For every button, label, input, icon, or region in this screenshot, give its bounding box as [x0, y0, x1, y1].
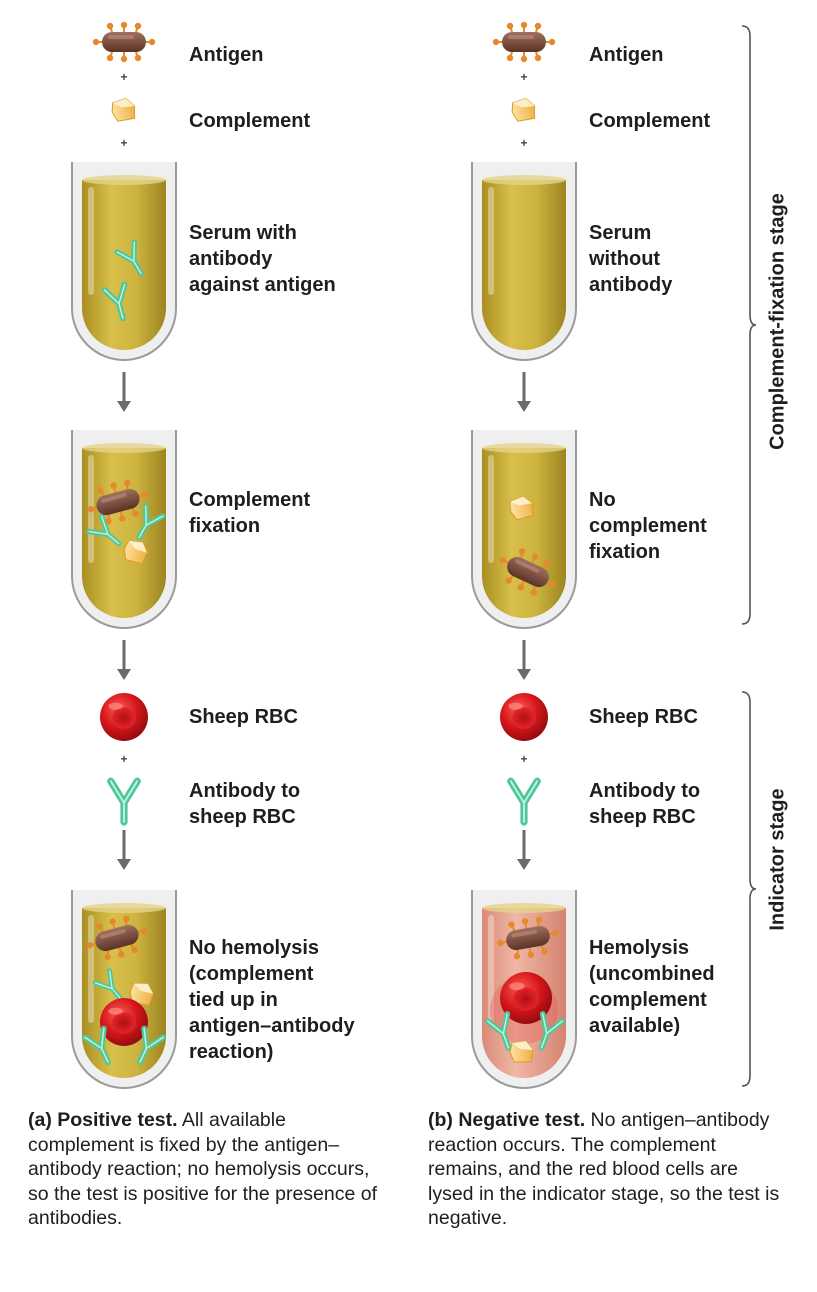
antibody-icon	[538, 1011, 566, 1051]
down-arrow-icon	[517, 830, 531, 870]
complement-icon	[129, 982, 154, 1006]
antigen-icon	[87, 479, 149, 525]
antibody-icon	[136, 503, 166, 541]
red-blood-cell-icon	[100, 693, 148, 741]
antibody-icon	[507, 777, 541, 826]
complement-icon	[123, 540, 148, 565]
down-arrow-icon	[117, 830, 131, 870]
down-arrow-icon	[117, 372, 131, 412]
antibody-icon	[86, 513, 122, 547]
result-label-left: No hemolysis (complement tied up in anti…	[189, 937, 355, 1063]
result-label-right: Hemolysis (uncombined complement availab…	[589, 937, 715, 1037]
antibody-icon	[137, 1025, 166, 1066]
antibody-icon	[82, 1025, 111, 1066]
plus-sign: +	[520, 70, 528, 84]
antigen-icon	[499, 548, 557, 596]
antibody-icon	[92, 968, 124, 1002]
complement-label-right: Complement	[589, 110, 711, 132]
positive-test-text: All available complement is fixed by the…	[28, 1109, 378, 1229]
plus-sign: +	[520, 136, 528, 150]
antigen-label-left: Antigen	[189, 44, 264, 66]
plus-sign: +	[120, 136, 128, 150]
plus-sign: +	[120, 70, 128, 84]
antigen-icon	[497, 916, 559, 960]
negative-test-title: (b) Negative test.	[428, 1109, 586, 1131]
negative-test-caption: (b) Negative test. No antigen–antibody r…	[428, 1108, 788, 1231]
antibody-icon	[107, 777, 141, 826]
antibody-icon	[101, 281, 128, 322]
antigen-label-right: Antigen	[589, 44, 664, 66]
down-arrow-icon	[517, 372, 531, 412]
complement-icon	[509, 495, 534, 521]
antibody-icon	[114, 239, 144, 277]
fixation-label-left: Complement fixation	[189, 489, 311, 537]
fixation-tube-left	[71, 430, 177, 629]
antigen-icon	[492, 21, 556, 63]
rbc-label-right: Sheep RBC	[589, 706, 698, 728]
complement-fixation-stage-label: Complement-fixation stage	[766, 193, 789, 450]
serum-label-left: Serum with antibody against antigen	[189, 222, 336, 296]
complement-icon	[509, 1040, 534, 1063]
serum-label-right: Serum without antibody	[589, 222, 673, 296]
plus-sign: +	[120, 752, 128, 766]
positive-test-title: (a) Positive test.	[28, 1109, 178, 1131]
down-arrow-icon	[117, 640, 131, 680]
positive-test-caption: (a) Positive test. All available complem…	[28, 1108, 388, 1231]
red-blood-cell-icon	[500, 693, 548, 741]
serum-tube-left	[71, 162, 177, 361]
rbc-label-left: Sheep RBC	[189, 706, 298, 728]
complement-icon	[111, 97, 136, 122]
fixation-label-right: No complement fixation	[589, 489, 707, 563]
antibody-icon	[484, 1011, 512, 1051]
indicator-stage-label: Indicator stage	[766, 788, 789, 931]
fixation-tube-right	[471, 430, 577, 629]
indicator-stage-brace	[741, 691, 757, 1087]
down-arrow-icon	[517, 640, 531, 680]
antibody-rbc-label-left: Antibody to sheep RBC	[189, 780, 301, 828]
fixation-stage-brace	[741, 25, 757, 625]
antibody-rbc-label-right: Antibody to sheep RBC	[589, 780, 701, 828]
red-blood-cell-icon	[500, 972, 552, 1024]
antigen-icon	[86, 915, 148, 961]
antigen-icon	[92, 21, 156, 63]
red-blood-cell-icon	[100, 998, 148, 1046]
negative-test-text: No antigen–antibody reaction occurs. The…	[428, 1109, 780, 1229]
complement-label-left: Complement	[189, 110, 311, 132]
plus-sign: +	[520, 752, 528, 766]
complement-icon	[511, 97, 536, 122]
serum-tube-right	[471, 162, 577, 361]
